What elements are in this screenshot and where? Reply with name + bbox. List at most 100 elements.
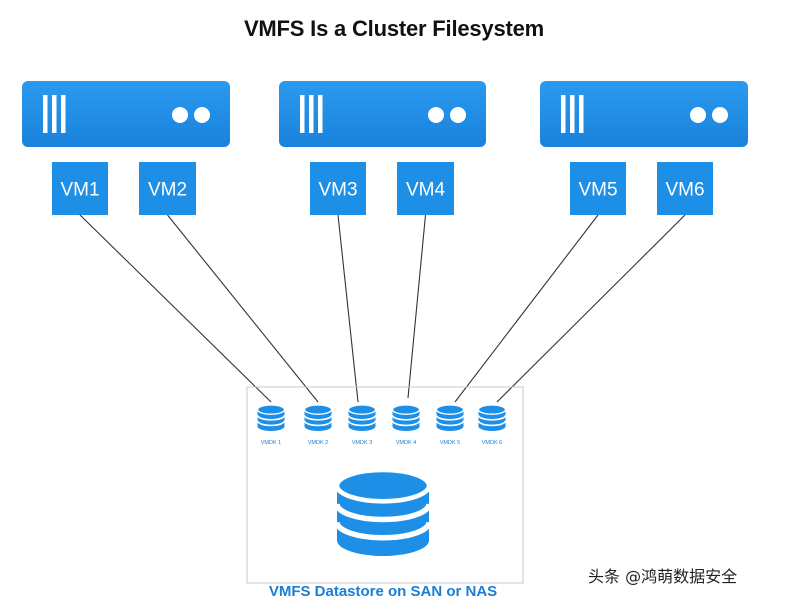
vent-bar (318, 95, 323, 133)
datastore-database-icon (334, 467, 432, 556)
disk-band (303, 420, 333, 427)
vent-bar (61, 95, 66, 133)
connection-line-2 (167, 214, 319, 403)
disk-top (334, 467, 432, 504)
vm-group: VM1 VM2 VM3 VM4 VM5 VM6 (52, 162, 713, 215)
vmdk-5: VMDK 5 (435, 404, 465, 446)
vmdk-label: VMDK 2 (308, 440, 328, 446)
disk-bottom (436, 421, 464, 431)
vmdk-disk-icon (256, 404, 286, 431)
disk-band (435, 420, 465, 427)
datastore-label: VMFS Datastore on SAN or NAS (269, 583, 497, 600)
disk-top (391, 404, 421, 415)
disk-band (303, 414, 333, 421)
server-2 (279, 81, 486, 147)
vmdk-label: VMDK 1 (261, 440, 281, 446)
vmdk-label: VMDK 4 (396, 440, 416, 446)
vm-label: VM4 (406, 180, 446, 201)
vmdk-2: VMDK 2 (303, 404, 333, 446)
disk-band (334, 503, 432, 523)
led-dot (428, 107, 444, 123)
led-dot (712, 107, 728, 123)
led-dot (194, 107, 210, 123)
vm-label: VM6 (665, 180, 704, 201)
servers-group (22, 81, 748, 147)
vent-bar (52, 95, 57, 133)
vmdk-disk-icon (391, 404, 421, 431)
server-vent-icon (43, 95, 66, 133)
led-dot (172, 107, 188, 123)
disk-band (334, 521, 432, 541)
server-chassis (279, 81, 486, 147)
vent-bar (43, 95, 48, 133)
vm-box-bg (139, 162, 196, 215)
connection-line-5 (454, 214, 599, 403)
disk-bottom (392, 421, 420, 431)
disk-top (256, 404, 286, 415)
led-dot (690, 107, 706, 123)
connection-line-6 (496, 214, 686, 403)
disk-band (435, 414, 465, 421)
vmdk-group: VMDK 1 VMDK 2 VMDK 3 VMDK 4 VMDK 5 VMDK 6 (256, 404, 507, 446)
vm-box-2: VM2 (139, 162, 196, 215)
server-led-icon (428, 107, 466, 123)
vmdk-disk-icon (435, 404, 465, 431)
server-3 (540, 81, 748, 147)
vm-box-6: VM6 (657, 162, 713, 215)
vmdk-label: VMDK 6 (482, 440, 502, 446)
vm-label: VM5 (578, 180, 617, 201)
vmdk-6: VMDK 6 (477, 404, 507, 446)
vmdk-1: VMDK 1 (256, 404, 286, 446)
server-1 (22, 81, 230, 147)
watermark-text: 头条 @鸿萌数据安全 (588, 567, 738, 586)
disk-band (256, 420, 286, 427)
vmdk-4: VMDK 4 (391, 404, 421, 446)
vmdk-disk-icon (347, 404, 377, 431)
vent-bar (561, 95, 566, 133)
vent-bar (579, 95, 584, 133)
vm-label: VM2 (148, 180, 187, 201)
connection-line-1 (79, 214, 272, 403)
vm-box-5: VM5 (570, 162, 626, 215)
disk-band (347, 420, 377, 427)
vm-box-bg (52, 162, 108, 215)
vent-bar (570, 95, 575, 133)
connection-line-4 (407, 214, 427, 399)
vm-box-4: VM4 (397, 162, 454, 215)
disk-band (256, 414, 286, 421)
diagram-title: VMFS Is a Cluster Filesystem (243, 16, 545, 41)
vm-label: VM3 (318, 180, 357, 201)
datastore-frame-group (246, 386, 524, 584)
vmdk-label: VMDK 3 (352, 440, 372, 446)
vmdk-3: VMDK 3 (347, 404, 377, 446)
disk-bottom (304, 421, 332, 431)
disk-band (477, 420, 507, 427)
disk-top (477, 404, 507, 415)
vm-label: VM1 (60, 180, 99, 201)
server-vent-icon (300, 95, 323, 133)
vent-bar (300, 95, 305, 133)
vmdk-disk-icon (477, 404, 507, 431)
connection-line-3 (337, 214, 359, 403)
disk-bottom (257, 421, 285, 431)
connection-lines (79, 214, 686, 403)
disk-bottom (478, 421, 506, 431)
datastore-group: VMFS Datastore on SAN or NAS (269, 467, 497, 600)
server-led-icon (172, 107, 210, 123)
disk-band (347, 414, 377, 421)
disk-top (347, 404, 377, 415)
datastore-frame (246, 386, 524, 584)
vm-box-bg (570, 162, 626, 215)
server-chassis (22, 81, 230, 147)
disk-top (435, 404, 465, 415)
led-dot (450, 107, 466, 123)
vm-box-1: VM1 (52, 162, 108, 215)
disk-band (477, 414, 507, 421)
disk-bottom (348, 421, 376, 431)
vent-bar (309, 95, 314, 133)
server-vent-icon (561, 95, 584, 133)
server-chassis (540, 81, 748, 147)
vm-box-3: VM3 (310, 162, 366, 215)
